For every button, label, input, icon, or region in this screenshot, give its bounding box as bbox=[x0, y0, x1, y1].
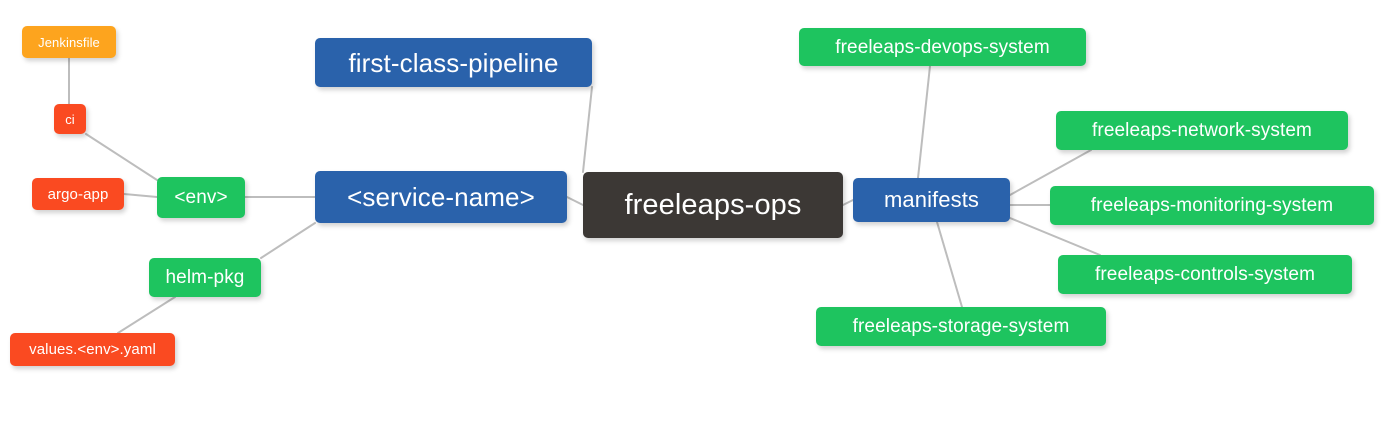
mindmap-node-helm-pkg[interactable]: helm-pkg bbox=[149, 258, 261, 297]
node-label-ci: ci bbox=[65, 111, 75, 127]
mindmap-node-manifests[interactable]: manifests bbox=[853, 178, 1010, 222]
mindmap-node-storage-system[interactable]: freeleaps-storage-system bbox=[816, 307, 1106, 346]
node-label-helm-pkg: helm-pkg bbox=[165, 267, 245, 288]
edge-root-to-first-class bbox=[582, 86, 593, 173]
edge-helm-pkg-to-values-yaml bbox=[117, 296, 176, 334]
edge-manifests-to-storage-system bbox=[936, 221, 963, 308]
mindmap-node-first-class[interactable]: first-class-pipeline bbox=[315, 38, 592, 87]
node-label-manifests: manifests bbox=[883, 187, 980, 212]
mindmap-node-root[interactable]: freeleaps-ops bbox=[583, 172, 843, 238]
mindmap-node-service-name[interactable]: <service-name> bbox=[315, 171, 567, 223]
node-label-values-yaml: values.<env>.yaml bbox=[29, 341, 156, 358]
node-label-env: <env> bbox=[174, 187, 228, 208]
mindmap-node-ci[interactable]: ci bbox=[54, 104, 86, 134]
mindmap-node-devops-system[interactable]: freeleaps-devops-system bbox=[799, 28, 1086, 66]
node-label-devops-system: freeleaps-devops-system bbox=[835, 36, 1050, 58]
node-label-storage-system: freeleaps-storage-system bbox=[852, 316, 1070, 337]
edge-manifests-to-devops-system bbox=[917, 65, 931, 179]
mindmap-node-jenkinsfile[interactable]: Jenkinsfile bbox=[22, 26, 116, 58]
node-label-argo-app: argo-app bbox=[47, 185, 109, 203]
edge-root-to-service-name bbox=[566, 196, 584, 206]
edge-env-to-ci bbox=[85, 133, 158, 181]
mindmap-node-network-system[interactable]: freeleaps-network-system bbox=[1056, 111, 1348, 150]
mindmap-node-monitoring-system[interactable]: freeleaps-monitoring-system bbox=[1050, 186, 1374, 225]
mindmap-node-argo-app[interactable]: argo-app bbox=[32, 178, 124, 210]
node-label-service-name: <service-name> bbox=[347, 182, 535, 212]
edge-service-name-to-helm-pkg bbox=[260, 222, 316, 259]
edge-root-to-manifests bbox=[842, 199, 854, 206]
mindmap-node-env[interactable]: <env> bbox=[157, 177, 245, 218]
edge-env-to-argo-app bbox=[123, 193, 158, 198]
node-label-root: freeleaps-ops bbox=[624, 188, 802, 221]
node-label-jenkinsfile: Jenkinsfile bbox=[38, 34, 100, 50]
node-label-monitoring-system: freeleaps-monitoring-system bbox=[1090, 195, 1334, 216]
mindmap-node-values-yaml[interactable]: values.<env>.yaml bbox=[10, 333, 175, 366]
mindmap-node-controls-system[interactable]: freeleaps-controls-system bbox=[1058, 255, 1352, 294]
node-label-network-system: freeleaps-network-system bbox=[1092, 120, 1312, 141]
node-label-first-class: first-class-pipeline bbox=[348, 47, 559, 78]
node-label-controls-system: freeleaps-controls-system bbox=[1094, 264, 1316, 285]
